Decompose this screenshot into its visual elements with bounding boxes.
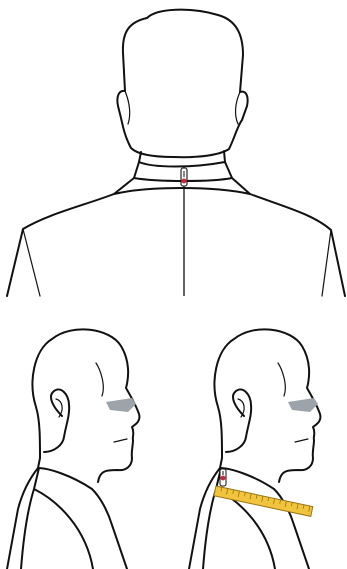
back-neck-right [224,151,225,162]
ruler-profile-mouth [295,439,308,442]
back-right-arm-line [322,230,331,296]
ruler-profile-eye-shade [288,398,318,412]
back-right-ear-line [236,92,240,124]
ruler-marker-icon [220,469,226,486]
back-left-arm-line [23,229,40,296]
profile-jacket [7,458,127,569]
profile-view-figure [7,329,139,569]
profile-eye-shade [106,398,136,412]
back-marker-icon [181,168,187,186]
profile-mouth [114,439,127,442]
ruler-icon [214,486,313,516]
back-view-figure [7,10,345,296]
ruler-profile-jacket [189,458,309,569]
profile-hair-line [96,363,103,396]
back-jacket-body [7,194,345,296]
ruler-profile-hair-line [278,363,285,396]
back-head [117,10,247,158]
back-left-ear-line [125,91,130,124]
profile-ruler-figure [189,329,320,569]
